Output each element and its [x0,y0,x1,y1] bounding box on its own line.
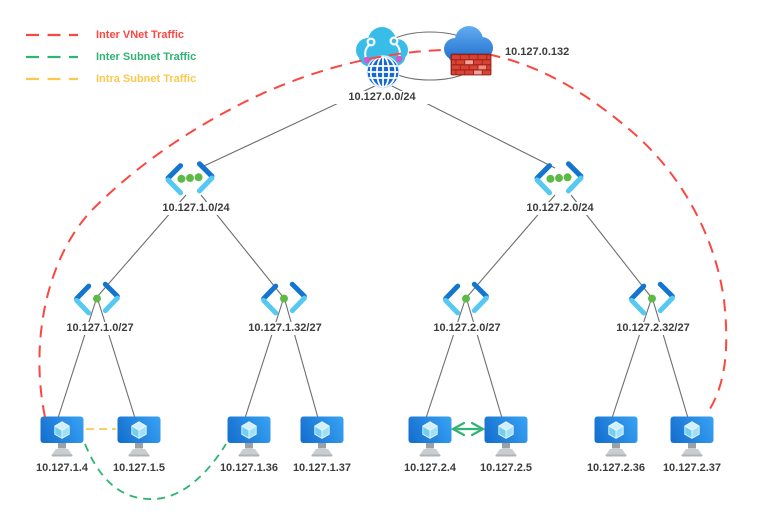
vm8-label: 10.127.2.37 [662,462,722,474]
inter-subnet-traffic-path [84,443,227,500]
subnet2-label: 10.127.1.32/27 [235,322,335,335]
edge-subnet1-vm1 [57,296,98,419]
legend-label-intra-subnet: Intra Subnet Traffic [96,73,197,85]
inter-subnet-line-icon [26,55,78,59]
vm3-label: 10.127.1.36 [219,462,279,474]
hub-vnet-cidr-label: 10.127.0.0/24 [332,91,432,104]
inter-vnet-line-icon [26,33,78,37]
subnet4-label: 10.127.2.32/27 [603,322,703,335]
vm2-label: 10.127.1.5 [113,462,165,474]
legend: Inter VNet Traffic Inter Subnet Traffic … [26,28,196,94]
legend-item-inter-vnet: Inter VNet Traffic [26,28,196,42]
edge-subnet2-vm3 [244,296,285,419]
vm1-label: 10.127.1.4 [36,462,88,474]
vnet2-label: 10.127.2.0/24 [510,202,610,215]
subnet3-label: 10.127.2.0/27 [417,322,517,335]
vm7-label: 10.127.2.36 [586,462,646,474]
vnet1-label: 10.127.1.0/24 [146,202,246,215]
vm4-label: 10.127.1.37 [292,462,352,474]
edge-subnet3-vm6 [465,296,503,419]
edge-subnet4-vm8 [651,296,689,419]
edge-subnet2-vm4 [283,296,319,419]
inter-vnet-traffic-path [38,48,728,418]
vm6-label: 10.127.2.5 [480,462,532,474]
legend-label-inter-subnet: Inter Subnet Traffic [96,51,197,63]
subnet1-label: 10.127.1.0/27 [50,322,150,335]
inter-subnet-arrow [451,421,485,437]
intra-subnet-line-icon [26,77,78,81]
edge-subnet4-vm7 [611,296,653,419]
edge-subnet1-vm2 [96,296,136,419]
edge-subnet3-vm5 [425,296,467,419]
legend-item-inter-subnet: Inter Subnet Traffic [26,50,196,64]
firewall-cloud-icon [437,23,499,79]
legend-item-intra-subnet: Intra Subnet Traffic [26,72,196,86]
firewall-ip-label: 10.127.0.132 [505,46,570,58]
vm5-label: 10.127.2.4 [404,462,456,474]
legend-label-inter-vnet: Inter VNet Traffic [96,29,185,41]
